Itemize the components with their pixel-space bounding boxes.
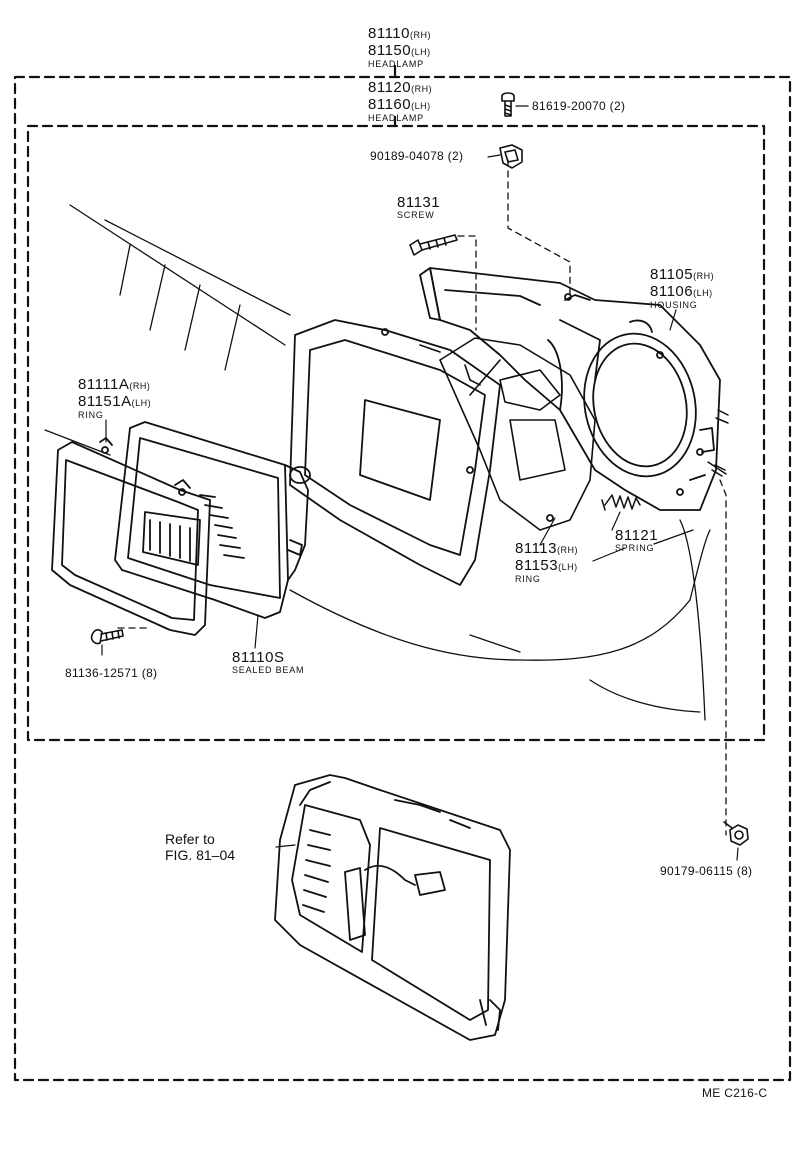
nut-90189-icon	[499, 144, 523, 169]
outer-assembly-boundary	[13, 64, 792, 1082]
lower-lamp-assembly	[274, 774, 511, 1041]
side-marker: (LH)	[131, 398, 152, 408]
part-name: SCREW	[397, 210, 435, 220]
refer-line-1: Refer to	[165, 831, 215, 847]
part-number: 81111A	[78, 376, 130, 393]
part-number: 81131	[397, 194, 441, 211]
side-marker: (RH)	[129, 381, 151, 391]
part-number: 81120	[368, 79, 412, 96]
side-marker: (RH)	[557, 545, 578, 555]
screw-top-callout: 81619-20070 (2)	[532, 99, 626, 113]
housing-label: 81105(RH) 81106(LH) HOUSING	[650, 267, 714, 310]
adjusting-reflector-unit	[419, 337, 596, 531]
inner-assembly-boundary	[26, 115, 766, 742]
screw-bottom-callout: 81136-12571 (8)	[65, 666, 158, 680]
inner-ring-frame	[289, 319, 554, 586]
housing-stud-icon	[707, 409, 729, 477]
part-number: 81106	[650, 283, 694, 300]
headlamp-outer-label: 81110(RH) 81150(LH) HEADLAMP	[368, 26, 431, 69]
assembly-leader-dashes	[117, 159, 727, 836]
part-number: 81105	[650, 266, 694, 283]
spring-81121-icon	[601, 494, 641, 511]
side-marker: (RH)	[693, 271, 715, 281]
part-name: SEALED BEAM	[232, 665, 305, 675]
label-leader-lines	[101, 105, 739, 861]
figure-code: ME C216-C	[702, 1086, 768, 1100]
screw-81136-icon	[90, 629, 124, 645]
part-name: SPRING	[615, 543, 655, 553]
part-number: 81110	[368, 25, 410, 42]
side-marker: (RH)	[410, 30, 431, 40]
part-name: RING	[515, 574, 541, 584]
outer-ring-label: 81111A(RH) 81151A(LH) RING	[78, 377, 151, 420]
screw-81131-icon	[409, 234, 458, 256]
housing	[419, 267, 721, 511]
sealed-beam-lamp	[114, 421, 311, 619]
inner-ring-label: 81113(RH) 81153(LH) RING	[515, 541, 578, 584]
side-marker: (LH)	[693, 288, 713, 298]
refer-line-2: FIG. 81–04	[165, 847, 236, 863]
part-number: 81110S	[232, 649, 285, 666]
part-name: HEADLAMP	[368, 113, 424, 123]
headlamp-inner-label: 81120(RH) 81160(LH) HEADLAMP	[368, 80, 432, 123]
side-marker: (LH)	[411, 47, 431, 57]
part-number: 81160	[368, 96, 412, 113]
part-name: HEADLAMP	[368, 59, 424, 69]
side-marker: (LH)	[411, 101, 431, 111]
part-number: 81151A	[78, 393, 132, 410]
spring-label: 81121 SPRING	[615, 528, 658, 553]
part-number: 81150	[368, 42, 412, 59]
sealed-beam-label: 81110S SEALED BEAM	[232, 650, 304, 675]
part-number: 81121	[615, 527, 659, 544]
part-name: HOUSING	[650, 300, 698, 310]
outer-ring	[51, 437, 211, 636]
screw-81619-icon	[501, 92, 515, 117]
nut-90179-icon	[723, 821, 749, 846]
side-marker: (LH)	[558, 562, 578, 572]
nut-top-callout: 90189-04078 (2)	[370, 149, 464, 163]
part-number: 81153	[515, 557, 559, 574]
refer-to-figure-note: Refer to FIG. 81–04	[165, 832, 235, 862]
vehicle-body-outline	[44, 204, 711, 721]
part-name: RING	[78, 410, 104, 420]
screw-label: 81131 SCREW	[397, 195, 440, 220]
nut-bottom-callout: 90179-06115 (8)	[660, 864, 753, 878]
side-marker: (RH)	[411, 84, 433, 94]
part-number: 81113	[515, 540, 557, 557]
